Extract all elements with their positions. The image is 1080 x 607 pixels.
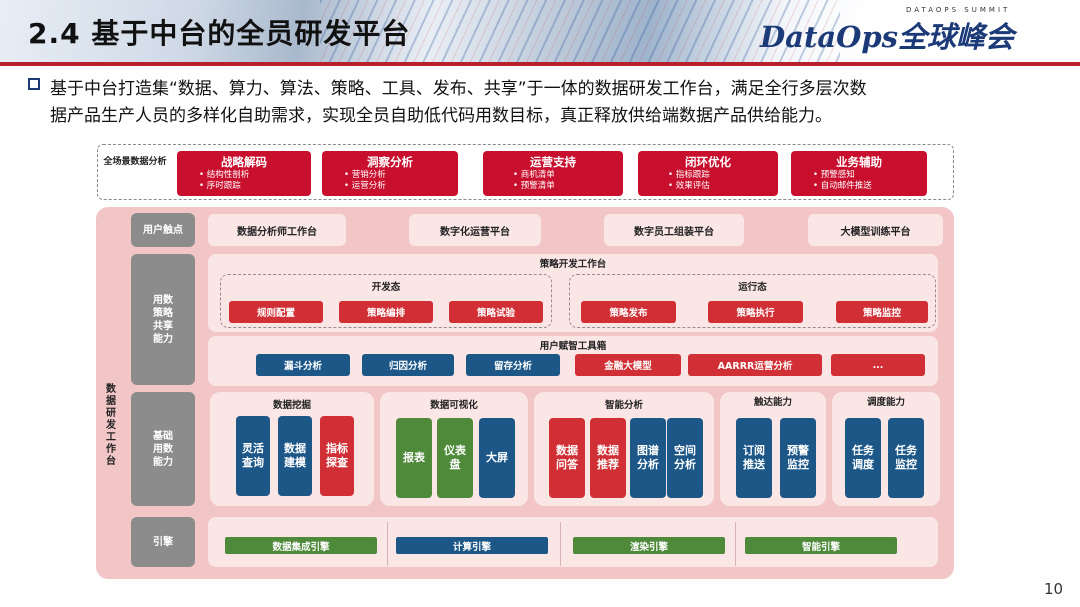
intro-line-1: 基于中台打造集“数据、算力、算法、策略、工具、发布、共享”于一体的数据研发工作台… <box>50 79 867 99</box>
capability-item: 灵活查询 <box>236 416 270 496</box>
card-title: 数据挖掘 <box>272 400 311 411</box>
scenario-title: 业务辅助 <box>836 155 882 169</box>
capability-item: 预警监控 <box>780 418 816 498</box>
capability-item: 任务监控 <box>888 418 924 498</box>
engine-item: 数据集成引擎 <box>225 537 377 554</box>
capability-item: 任务调度 <box>845 418 881 498</box>
scenario-box: 洞察分析 • 营销分析 • 运营分析 <box>322 151 458 196</box>
run-state-group <box>569 274 936 328</box>
tool-item: 归因分析 <box>362 354 454 376</box>
scenario-item: • 运营分析 <box>344 181 386 191</box>
card-title: 触达能力 <box>753 397 792 408</box>
capability-item: 数据问答 <box>549 418 585 498</box>
scenario-label: 全场景数据分析 <box>103 157 167 167</box>
capability-item: 大屏 <box>479 418 515 498</box>
dev-item: 规则配置 <box>229 301 323 323</box>
capability-item: 空间分析 <box>667 418 703 498</box>
tool-item: 漏斗分析 <box>256 354 350 376</box>
touch-item: 大模型训练平台 <box>808 214 943 246</box>
run-item: 策略监控 <box>836 301 928 323</box>
scenario-title: 闭环优化 <box>685 155 731 169</box>
scenario-box: 战略解码 • 结构性剖析 • 序时跟踪 <box>177 151 311 196</box>
tool-item: AARRR运营分析 <box>688 354 822 376</box>
scenario-title: 战略解码 <box>221 155 267 169</box>
scenario-item: • 预警感知 <box>813 170 855 180</box>
card-title: 调度能力 <box>866 397 905 408</box>
engine-item: 渲染引擎 <box>573 537 725 554</box>
capability-item: 图谱分析 <box>630 418 666 498</box>
row-label-basic: 基础用数能力 <box>131 392 195 506</box>
capability-item: 订阅推送 <box>736 418 772 498</box>
tool-item: 金融大模型 <box>575 354 681 376</box>
capability-item: 数据推荐 <box>590 418 626 498</box>
slide-title: 2.4 基于中台的全员研发平台 <box>28 17 411 50</box>
engine-divider <box>735 522 736 566</box>
run-item: 策略执行 <box>708 301 803 323</box>
strategy-header: 策略开发工作台 <box>539 259 607 270</box>
page-number: 10 <box>1044 580 1064 598</box>
scenario-item: • 结构性剖析 <box>199 170 250 180</box>
tool-item: 留存分析 <box>466 354 560 376</box>
row-label-strategy: 用数策略共享能力 <box>131 254 195 385</box>
scenario-item: • 预警清单 <box>513 181 555 191</box>
scenario-item: • 序时跟踪 <box>199 181 241 191</box>
scenario-row <box>97 144 954 200</box>
row-label-engine: 引擎 <box>131 517 195 567</box>
run-state-title: 运行态 <box>738 282 767 293</box>
dev-item: 策略试验 <box>449 301 543 323</box>
scenario-title: 洞察分析 <box>367 155 413 169</box>
brand-subtitle: DATAOPS SUMMIT <box>906 6 1011 14</box>
strategy-panel <box>208 254 938 332</box>
card-title: 数据可视化 <box>430 400 478 411</box>
dev-state-group <box>220 274 552 328</box>
square-bullet-icon <box>28 78 40 90</box>
scenario-item: • 商机清单 <box>513 170 555 180</box>
row-label-touch: 用户触点 <box>131 213 195 247</box>
dev-item: 策略编排 <box>339 301 433 323</box>
brand-logo: DataOps全球峰会 <box>760 20 1014 54</box>
scenario-box: 运营支持 • 商机清单 • 预警清单 <box>483 151 623 196</box>
intro-line-2: 据产品生产人员的多样化自助需求，实现全员自助低代码用数目标，真正释放供给端数据产… <box>50 106 832 126</box>
dev-state-title: 开发态 <box>371 282 401 293</box>
scenario-title: 运营支持 <box>530 155 576 169</box>
capability-item: 仪表盘 <box>437 418 473 498</box>
workbench-label: 数据研发工作台 <box>106 384 116 467</box>
scenario-box: 闭环优化 • 指标跟踪 • 效果评估 <box>638 151 778 196</box>
scenario-item: • 效果评估 <box>668 181 710 191</box>
header-divider <box>0 62 1080 66</box>
touch-item: 数字化运营平台 <box>409 214 541 246</box>
touch-item: 数据分析师工作台 <box>208 214 346 246</box>
run-item: 策略发布 <box>581 301 676 323</box>
card-title: 智能分析 <box>604 400 643 411</box>
toolbox-title: 用户赋智工具箱 <box>539 341 607 352</box>
scenario-box: 业务辅助 • 预警感知 • 自动邮件推送 <box>791 151 927 196</box>
scenario-item: • 指标跟踪 <box>668 170 710 180</box>
engine-divider <box>387 522 388 566</box>
scenario-item: • 自动邮件推送 <box>813 181 872 191</box>
capability-item: 报表 <box>396 418 432 498</box>
engine-divider <box>560 522 561 566</box>
tool-item: ... <box>831 354 925 376</box>
capability-item: 指标探查 <box>320 416 354 496</box>
scenario-item: • 营销分析 <box>344 170 386 180</box>
engine-item: 智能引擎 <box>745 537 897 554</box>
engine-item: 计算引擎 <box>396 537 548 554</box>
header-banner <box>0 0 1080 62</box>
touch-item: 数字员工组装平台 <box>604 214 744 246</box>
capability-item: 数据建模 <box>278 416 312 496</box>
